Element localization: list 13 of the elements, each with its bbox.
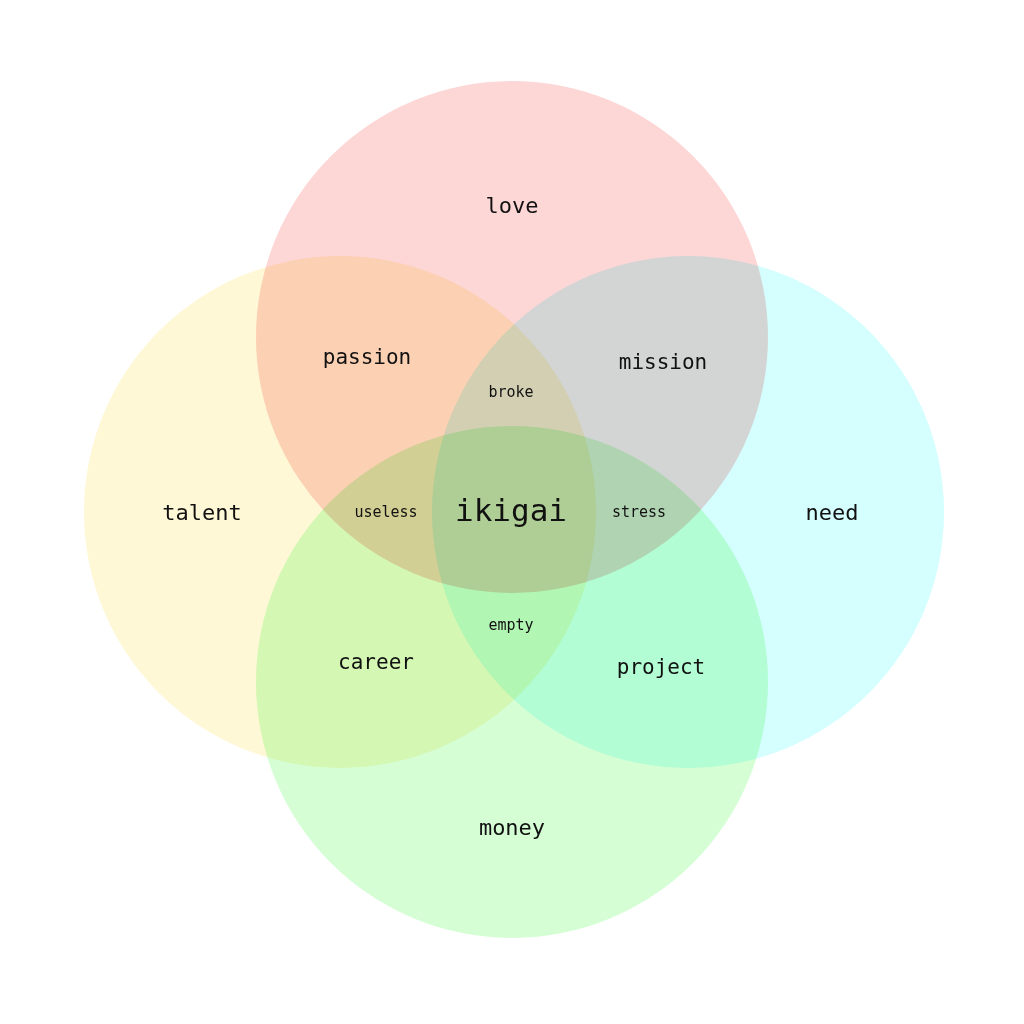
overlap-label: passion — [322, 345, 412, 369]
circle-label: talent — [162, 499, 242, 525]
overlap-label: mission — [618, 350, 708, 374]
overlap-label: broke — [488, 383, 534, 401]
overlap-label: useless — [354, 503, 418, 521]
circle-label: love — [485, 192, 539, 218]
overlap-label: project — [616, 655, 706, 679]
center-label: ikigai — [455, 492, 567, 528]
overlap-label: stress — [611, 503, 667, 521]
circle-label: money — [478, 814, 546, 840]
circle-label: need — [805, 499, 859, 525]
overlap-label: empty — [488, 616, 534, 634]
overlap-label: career — [338, 650, 414, 674]
